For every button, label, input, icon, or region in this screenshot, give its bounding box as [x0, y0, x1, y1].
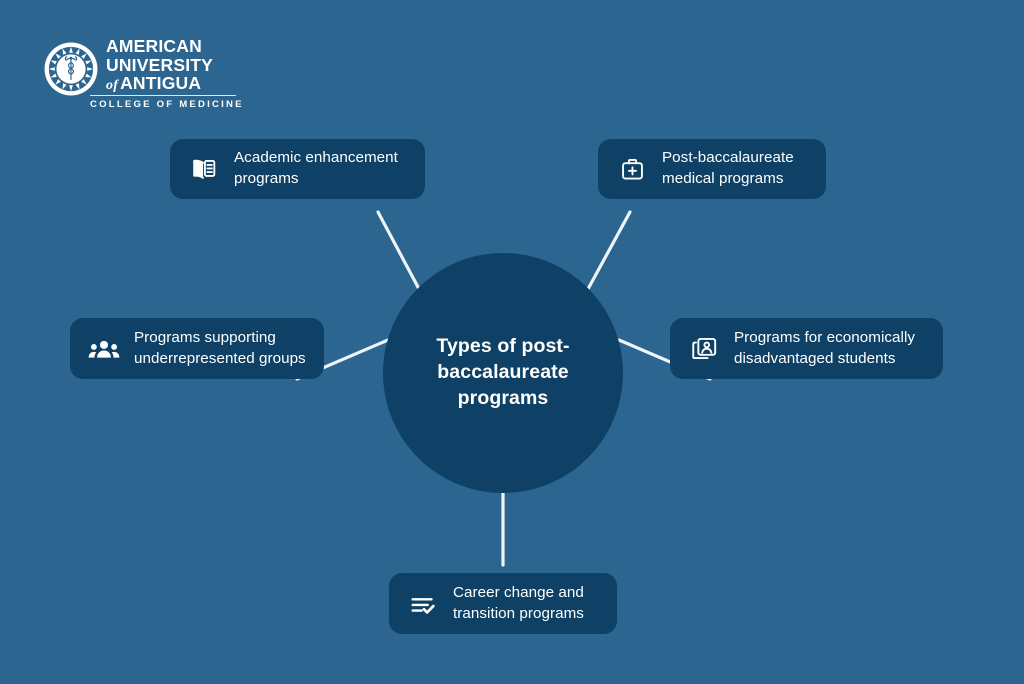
node-programs-supporting-underrepresented-groups[interactable]: Programs supporting underrepresented gro…	[70, 318, 324, 379]
node-economic-label: Programs for economically disadvantaged …	[734, 328, 916, 367]
caduceus-seal-icon	[44, 42, 98, 96]
people-group-icon	[88, 333, 120, 365]
node-postbacc-medical-label: Post-baccalaureate medical programs	[662, 149, 794, 187]
node-programs-for-economically-disadvantaged-students[interactable]: Programs for economically disadvantaged …	[670, 318, 943, 379]
logo-of-word: of	[106, 78, 119, 93]
node-career-label: Career change and transition programs	[453, 583, 584, 622]
node-underrepresented-label: Programs supporting underrepresented gro…	[134, 328, 306, 367]
open-book-icon	[188, 153, 220, 185]
medical-kit-icon	[616, 153, 648, 185]
checklist-icon	[407, 588, 439, 620]
id-card-person-icon	[688, 333, 720, 365]
node-academic-enhancement-programs[interactable]: Academic enhancement programs	[170, 139, 425, 199]
center-node-title: Types of post-baccalaureate programs	[436, 335, 570, 409]
logo-divider	[90, 95, 236, 96]
center-node: Types of post-baccalaureate programs	[383, 253, 623, 493]
logo-line-university: UNIVERSITY	[106, 54, 214, 75]
node-academic-label: Academic enhancement programs	[234, 149, 398, 187]
logo-line-american: AMERICAN	[106, 36, 202, 56]
logo-antigua-word: ANTIGUA	[120, 73, 202, 93]
logo-line-college-of-medicine: COLLEGE OF MEDICINE	[90, 99, 244, 110]
connector-to-academic	[376, 210, 421, 291]
node-post-baccalaureate-medical-programs[interactable]: Post-baccalaureate medical programs	[598, 139, 826, 199]
connector-to-postbacc-medical	[586, 210, 632, 291]
node-career-change-and-transition-programs[interactable]: Career change and transition programs	[389, 573, 617, 634]
